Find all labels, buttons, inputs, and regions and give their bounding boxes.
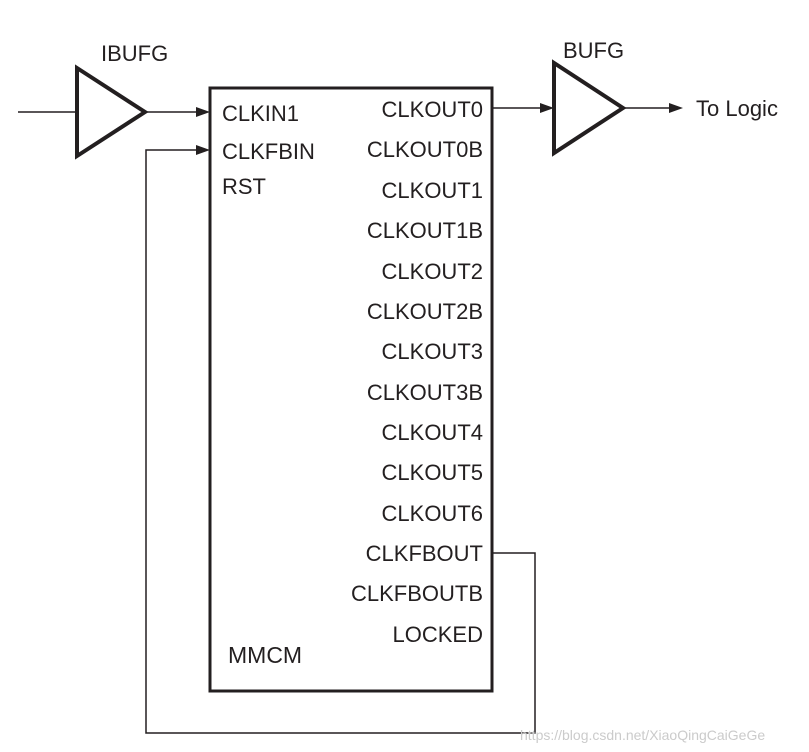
port-clkout3: CLKOUT3 (382, 339, 483, 364)
mmcm-block-outline (208, 86, 494, 693)
to-logic-label: To Logic (696, 96, 778, 121)
port-locked: LOCKED (393, 622, 483, 647)
port-clkout3b: CLKOUT3B (367, 380, 483, 405)
bufg-buffer-symbol (552, 59, 627, 157)
mmcm-block-name: MMCM (228, 642, 302, 668)
bufg-label: BUFG (563, 38, 624, 63)
wire-feedback-loop (145, 149, 536, 734)
port-clkout4: CLKOUT4 (382, 420, 483, 445)
port-clkout1b: CLKOUT1B (367, 218, 483, 243)
port-clkout2b: CLKOUT2B (367, 299, 483, 324)
port-clkfbout: CLKFBOUT (366, 541, 483, 566)
port-clkfboutb: CLKFBOUTB (351, 581, 483, 606)
port-clkout6: CLKOUT6 (382, 501, 483, 526)
ibufg-label: IBUFG (101, 41, 168, 66)
port-rst: RST (222, 174, 266, 199)
port-clkfbin: CLKFBIN (222, 139, 315, 164)
arrowhead-clkin1-icon (196, 107, 210, 117)
port-clkin1: CLKIN1 (222, 101, 299, 126)
port-clkout0b: CLKOUT0B (367, 137, 483, 162)
port-clkout1: CLKOUT1 (382, 178, 483, 203)
port-clkout0: CLKOUT0 (382, 97, 483, 122)
arrowhead-bufg-input-icon (540, 103, 554, 113)
arrowhead-to-logic-icon (669, 103, 683, 113)
arrowhead-clkfbin-icon (196, 145, 210, 155)
port-clkout5: CLKOUT5 (382, 460, 483, 485)
watermark: https://blog.csdn.net/XiaoQingCaiGeGe (520, 727, 765, 743)
port-clkout2: CLKOUT2 (382, 259, 483, 284)
ibufg-buffer-symbol (75, 64, 149, 160)
